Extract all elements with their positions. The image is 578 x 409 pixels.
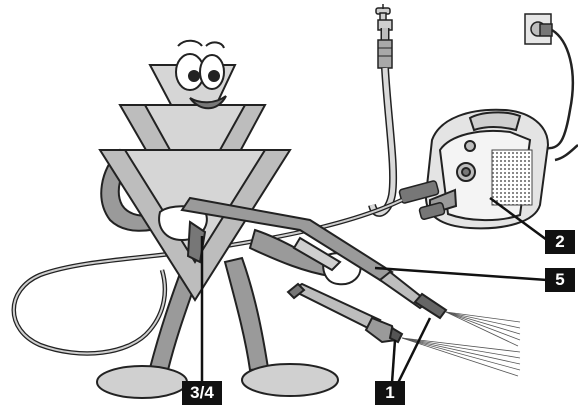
callout-spray-lance: 5 xyxy=(545,268,575,292)
mascot-character xyxy=(97,41,360,398)
nozzle-extension xyxy=(288,284,402,342)
power-socket-icon xyxy=(525,14,552,44)
callout-nozzles: 1 xyxy=(375,381,405,405)
faucet-icon xyxy=(376,4,392,30)
water-hose xyxy=(372,28,393,213)
callout-pump: 2 xyxy=(545,230,575,254)
callout-trigger-gun: 3/4 xyxy=(182,381,222,405)
water-spray xyxy=(402,312,520,376)
